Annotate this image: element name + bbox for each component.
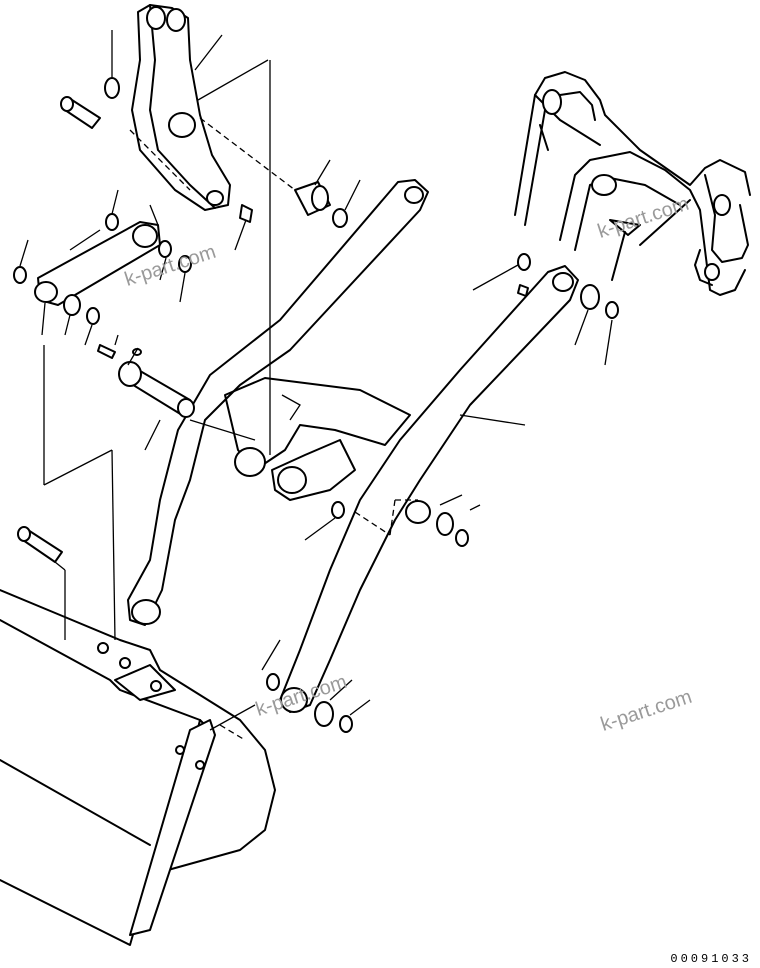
pins — [17, 96, 195, 563]
lift-arm — [127, 179, 429, 626]
hidden-lines — [129, 117, 418, 741]
bushings-rings — [13, 77, 619, 733]
cross-tube — [224, 377, 411, 501]
bellcrank — [131, 4, 231, 211]
lift-arm-right — [279, 265, 579, 713]
bucket — [0, 589, 276, 946]
front-frame — [514, 71, 751, 296]
drawing-code: 00091033 — [670, 952, 752, 966]
callout-lines — [19, 30, 613, 731]
